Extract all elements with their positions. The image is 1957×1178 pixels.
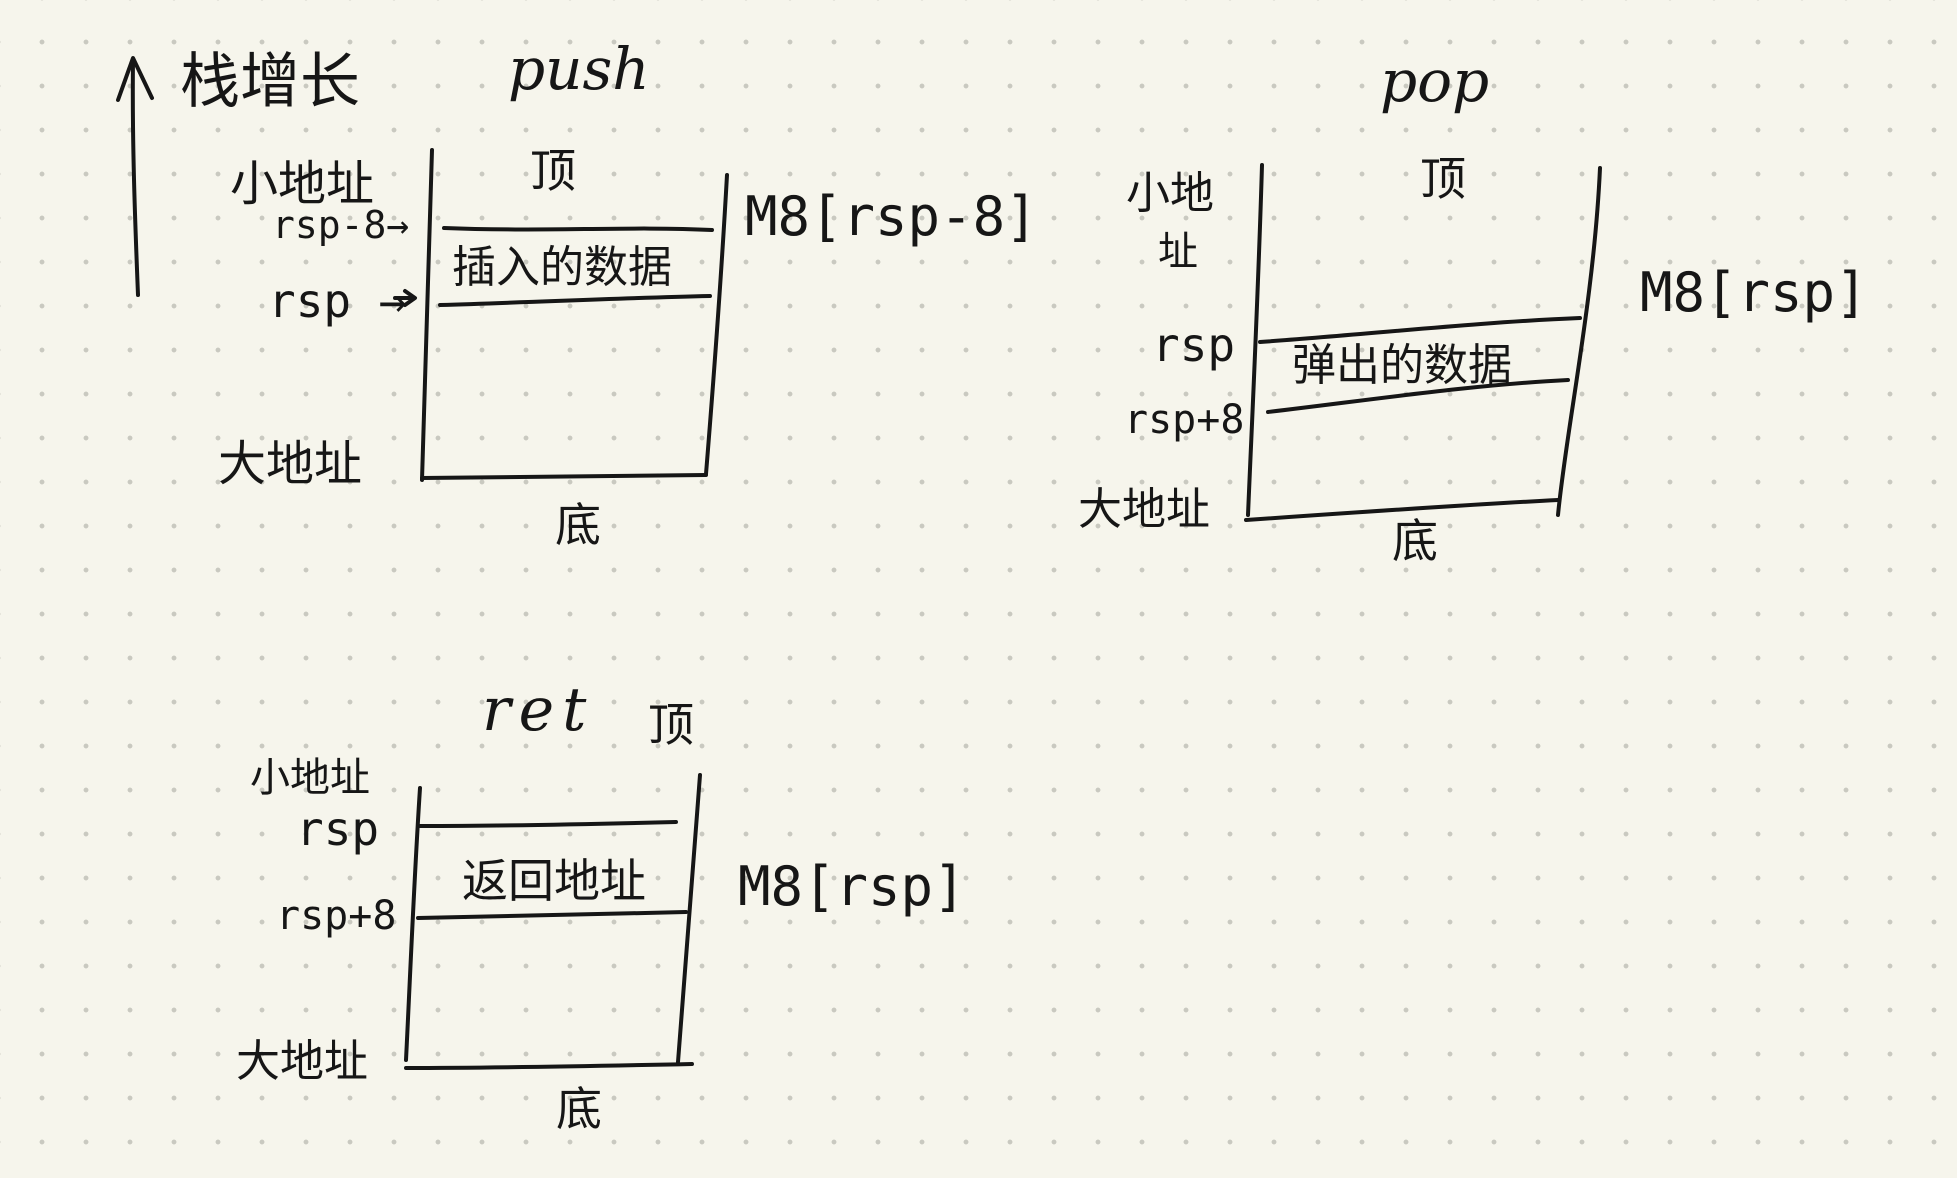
pop-bottom-label: 底 [1392, 514, 1438, 568]
pop-top-label: 顶 [1420, 152, 1466, 206]
push-small-address-label: 小地址 [230, 156, 375, 212]
ret-small-address-label: 小地址 [250, 755, 370, 801]
pop-title: pop [1380, 47, 1490, 115]
ret-stack [404, 773, 702, 1070]
push-stack-line-rsp [438, 294, 712, 307]
push-rsp-label: rsp → [268, 274, 407, 328]
ret-bottom-label: 底 [556, 1082, 602, 1136]
ret-top-label: 顶 [648, 698, 694, 752]
ret-return-address-cell: 返回地址 [462, 854, 646, 908]
push-stack-line-rsp-minus [442, 226, 714, 232]
push-top-label: 顶 [530, 144, 576, 198]
ret-large-address-label: 大地址 [236, 1036, 368, 1087]
ret-rsp-plus-label: rsp+8 [276, 893, 397, 939]
pop-stack-right-wall [1556, 166, 1602, 517]
pop-stack-floor [1244, 498, 1560, 522]
push-arrow-rsp [393, 289, 417, 307]
pop-stack-line-rsp-plus [1266, 378, 1570, 414]
push-stack-left-wall [420, 148, 434, 482]
pop-large-address-label: 大地址 [1078, 484, 1210, 535]
pop-rsp-plus-label: rsp+8 [1124, 397, 1245, 443]
pop-stack [1244, 163, 1602, 522]
ret-memory-expression: M8[rsp] [738, 855, 966, 918]
growth-arrow [116, 56, 154, 297]
push-stack-right-wall [704, 173, 729, 476]
pop-popped-data-cell: 弹出的数据 [1292, 340, 1512, 391]
pop-stack-line-rsp [1258, 316, 1582, 344]
ret-title: ret [482, 675, 595, 745]
ret-rsp-label: rsp [296, 802, 380, 856]
push-memory-expression: M8[rsp-8] [745, 185, 1038, 248]
pop-small-address-label-1: 小地 [1126, 168, 1214, 219]
push-rsp-minus-label: rsp-8→ [272, 203, 410, 247]
ret-stack-right-wall [676, 773, 702, 1064]
pop-small-address-label-2: 址 [1158, 229, 1198, 275]
push-title: push [508, 35, 650, 103]
push-inserted-data-cell: 插入的数据 [452, 242, 672, 293]
pop-stack-left-wall [1246, 163, 1264, 517]
push-stack [393, 148, 729, 482]
push-stack-floor [420, 473, 708, 480]
ret-stack-floor [404, 1062, 694, 1070]
pop-rsp-label: rsp [1152, 318, 1236, 372]
growth-label: 栈增长 [180, 47, 360, 117]
push-large-address-label: 大地址 [218, 436, 363, 492]
ret-stack-line-rsp [418, 820, 678, 828]
ret-stack-line-rsp-plus [416, 910, 688, 920]
ret-stack-left-wall [404, 786, 422, 1062]
push-bottom-label: 底 [555, 498, 601, 552]
pop-memory-expression: M8[rsp] [1640, 261, 1868, 324]
